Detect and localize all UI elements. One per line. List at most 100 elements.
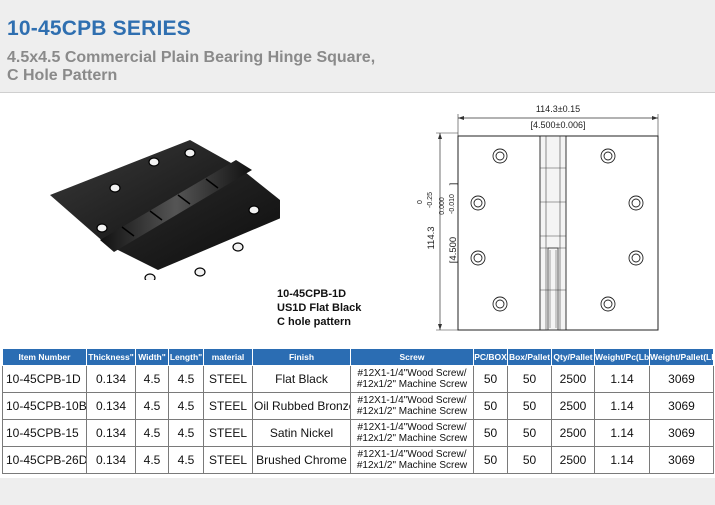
cell-pc-box: 50 <box>473 365 508 393</box>
height-inch-close: ] <box>448 183 459 186</box>
cell-finish: Satin Nickel <box>252 419 351 447</box>
cell-width: 4.5 <box>135 419 169 447</box>
technical-drawing: 114.3±0.15 [4.500±0.006] 114.3 0 -0.25 [… <box>417 104 659 331</box>
table-row: 10-45CPB-26D 0.134 4.5 4.5 STEEL Brushed… <box>2 446 714 474</box>
width-dimension-label: 114.3±0.15 <box>536 104 580 114</box>
width-dimension-inch-label: [4.500±0.006] <box>531 120 586 130</box>
cell-box-pallet: 50 <box>507 392 552 420</box>
header-qty-pallet: Qty/Pallet <box>551 348 595 366</box>
header-band: 10-45CPB SERIES 4.5x4.5 Commercial Plain… <box>0 0 715 93</box>
cell-screw: #12X1-1/4"Wood Screw/#12x1/2" Machine Sc… <box>350 419 474 447</box>
subtitle-line-1: 4.5x4.5 Commercial Plain Bearing Hinge S… <box>7 49 376 66</box>
hinge-hole <box>144 273 156 280</box>
header-length: Length" <box>168 348 204 366</box>
header-box-pallet: Box/Pallet <box>507 348 552 366</box>
screw-line-1: #12X1-1/4"Wood Screw/ <box>357 395 467 406</box>
hinge-hole <box>194 267 206 277</box>
cell-thickness: 0.134 <box>86 365 136 393</box>
cell-finish: Brushed Chrome <box>252 446 351 474</box>
drawing-hole <box>600 296 616 312</box>
series-title: 10-45CPB SERIES <box>7 17 191 40</box>
hinge-hole <box>148 157 160 167</box>
cell-pc-box: 50 <box>473 446 508 474</box>
cell-length: 4.5 <box>168 392 204 420</box>
screw-line-2: #12x1/2" Machine Screw <box>356 406 468 417</box>
table-row: 10-45CPB-10B 0.134 4.5 4.5 STEEL Oil Rub… <box>2 392 714 420</box>
screw-line-1: #12X1-1/4"Wood Screw/ <box>357 368 467 379</box>
cell-length: 4.5 <box>168 446 204 474</box>
cell-weight-pallet: 3069 <box>649 446 714 474</box>
cell-finish: Oil Rubbed Bronze <box>252 392 351 420</box>
height-tolerance-upper: 0 <box>417 200 424 204</box>
subtitle-line-2: C Hole Pattern <box>7 67 118 84</box>
header-material: material <box>203 348 253 366</box>
screw-line-2: #12x1/2" Machine Screw <box>356 460 468 471</box>
hinge-right-leaf <box>106 168 280 270</box>
height-inch-label: [4.500 <box>448 237 459 263</box>
cell-weight-pallet: 3069 <box>649 392 714 420</box>
header-width: Width" <box>135 348 169 366</box>
header-screw: Screw <box>350 348 474 366</box>
header-thickness: Thickness" <box>86 348 136 366</box>
cell-thickness: 0.134 <box>86 392 136 420</box>
hinge-hole <box>184 148 196 158</box>
cell-weight-pc: 1.14 <box>594 419 650 447</box>
cell-qty-pallet: 2500 <box>551 419 595 447</box>
cell-material: STEEL <box>203 392 253 420</box>
cell-item: 10-45CPB-15 <box>2 419 87 447</box>
cell-screw: #12X1-1/4"Wood Screw/#12x1/2" Machine Sc… <box>350 365 474 393</box>
cell-box-pallet: 50 <box>507 365 552 393</box>
cell-pc-box: 50 <box>473 392 508 420</box>
cell-material: STEEL <box>203 419 253 447</box>
cell-item: 10-45CPB-10B <box>2 392 87 420</box>
cell-material: STEEL <box>203 446 253 474</box>
drawing-hole <box>600 148 616 164</box>
table-row: 10-45CPB-15 0.134 4.5 4.5 STEEL Satin Ni… <box>2 419 714 447</box>
hinge-hole <box>109 183 121 193</box>
drawing-hole <box>628 195 644 211</box>
spec-table: Item Number Thickness" Width" Length" ma… <box>2 348 714 474</box>
footer-band <box>0 478 715 505</box>
header-weight-pallet: Weight/Pallet(Lb) <box>649 348 714 366</box>
cell-screw: #12X1-1/4"Wood Screw/#12x1/2" Machine Sc… <box>350 446 474 474</box>
hinge-hole <box>248 205 260 215</box>
table-row: 10-45CPB-1D 0.134 4.5 4.5 STEEL Flat Bla… <box>2 365 714 393</box>
cell-material: STEEL <box>203 365 253 393</box>
product-subtitle: 4.5x4.5 Commercial Plain Bearing Hinge S… <box>7 49 607 85</box>
cell-weight-pc: 1.14 <box>594 392 650 420</box>
drawing-hole <box>470 195 486 211</box>
header-item-number: Item Number <box>2 348 87 366</box>
drawing-hole <box>492 296 508 312</box>
table-header-row: Item Number Thickness" Width" Length" ma… <box>2 348 714 366</box>
cell-qty-pallet: 2500 <box>551 392 595 420</box>
cell-thickness: 0.134 <box>86 419 136 447</box>
drawing-hole <box>628 250 644 266</box>
cell-box-pallet: 50 <box>507 419 552 447</box>
screw-line-1: #12X1-1/4"Wood Screw/ <box>357 449 467 460</box>
cell-pc-box: 50 <box>473 419 508 447</box>
hinge-hole <box>232 242 244 252</box>
drawing-hole <box>492 148 508 164</box>
cell-width: 4.5 <box>135 365 169 393</box>
cell-item: 10-45CPB-26D <box>2 446 87 474</box>
cell-weight-pallet: 3069 <box>649 419 714 447</box>
caption-model: 10-45CPB-1D <box>277 288 347 300</box>
screw-line-2: #12x1/2" Machine Screw <box>356 379 468 390</box>
screw-line-1: #12X1-1/4"Wood Screw/ <box>357 422 467 433</box>
cell-width: 4.5 <box>135 392 169 420</box>
cell-qty-pallet: 2500 <box>551 365 595 393</box>
cell-weight-pc: 1.14 <box>594 446 650 474</box>
cell-finish: Flat Black <box>252 365 351 393</box>
drawing-knuckle <box>539 135 567 331</box>
caption-finish: US1D Flat Black <box>277 302 362 314</box>
header-weight-pc: Weight/Pc(Lb) <box>594 348 650 366</box>
hinge-knuckle <box>100 160 252 252</box>
cell-screw: #12X1-1/4"Wood Screw/#12x1/2" Machine Sc… <box>350 392 474 420</box>
hinge-hole <box>96 223 108 233</box>
cell-length: 4.5 <box>168 419 204 447</box>
cell-qty-pallet: 2500 <box>551 446 595 474</box>
header-finish: Finish <box>252 348 351 366</box>
drawing-hole <box>470 250 486 266</box>
cell-thickness: 0.134 <box>86 446 136 474</box>
cell-width: 4.5 <box>135 446 169 474</box>
